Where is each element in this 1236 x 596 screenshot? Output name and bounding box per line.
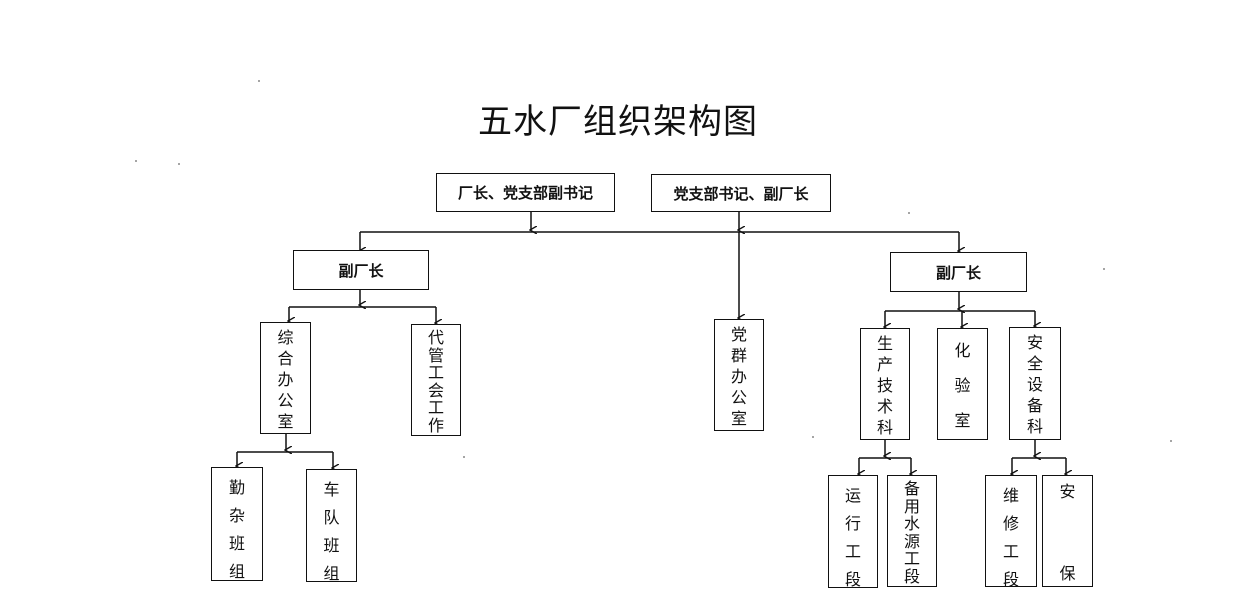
box-char: 室 <box>730 409 747 428</box>
box-char: 生 <box>876 334 893 353</box>
safety-equipment-box: 安 全 设 备 科 <box>1009 327 1061 440</box>
vehicle-team-box: 车 队 班 组 <box>306 469 357 583</box>
box-char: 源 <box>903 531 920 551</box>
box-char: 产 <box>876 355 893 374</box>
box-char: 群 <box>730 346 747 365</box>
box-char: 水 <box>903 514 920 533</box>
speck <box>463 456 465 458</box>
speck <box>258 80 260 82</box>
operation-section-box: 运 行 工 段 <box>828 475 878 589</box>
box-char: 化 <box>954 341 971 360</box>
box-char: 安 <box>1059 482 1076 501</box>
box-char: 代 <box>427 328 444 347</box>
box-char: 术 <box>876 397 893 416</box>
box-char: 组 <box>323 564 340 583</box>
deputy-director-right-box: 副厂长 <box>890 252 1027 292</box>
box-char: 会 <box>427 380 444 400</box>
box-char: 车 <box>323 480 340 499</box>
box-char: 班 <box>228 534 245 553</box>
box-char: 工 <box>844 542 861 561</box>
box-char: 行 <box>844 514 861 533</box>
box-char: 段 <box>1002 570 1019 589</box>
box-char: 工 <box>903 549 920 568</box>
box-char: 党 <box>730 325 747 344</box>
secretary-box: 党支部书记、副厂长 <box>651 174 831 212</box>
box-char: 合 <box>277 349 294 368</box>
box-char: 工 <box>427 363 444 382</box>
chart-title: 五水厂组织架构图 <box>478 102 758 142</box>
box-char: 公 <box>277 391 294 410</box>
speck <box>1103 268 1105 270</box>
deputy-director-left-box: 副厂长 <box>293 250 429 290</box>
box-char: 验 <box>954 376 971 395</box>
laboratory-box: 化 验 室 <box>937 328 988 440</box>
box-char: 班 <box>323 536 340 555</box>
box-char: 室 <box>277 412 294 431</box>
box-char: 全 <box>1026 354 1043 373</box>
box-char: 备 <box>903 479 920 498</box>
box-char: 队 <box>323 508 340 527</box>
box-char: 公 <box>730 388 747 407</box>
box-char: 保 <box>1059 564 1076 583</box>
box-char: 段 <box>903 566 920 586</box>
box-char: 运 <box>844 486 861 505</box>
speck <box>908 212 910 214</box>
box-char: 用 <box>903 496 920 516</box>
box-char: 设 <box>1026 375 1043 394</box>
box-char: 维 <box>1002 486 1019 505</box>
box-char: 杂 <box>228 506 245 525</box>
security-box: 安 保 <box>1042 475 1093 587</box>
box-char: 安 <box>1026 333 1043 352</box>
speck <box>812 436 814 438</box>
box-char: 修 <box>1002 514 1019 533</box>
box-char: 科 <box>876 418 893 437</box>
speck <box>178 163 180 165</box>
box-char: 室 <box>954 411 971 430</box>
backup-water-section-box: 备 用 水 源 工 段 <box>887 475 937 587</box>
maintenance-section-box: 维 修 工 段 <box>985 475 1037 589</box>
speck <box>135 160 137 162</box>
production-tech-box: 生 产 技 术 科 <box>860 328 910 440</box>
box-char: 作 <box>427 415 444 435</box>
box-char: 勤 <box>228 478 245 497</box>
logistics-team-box: 勤 杂 班 组 <box>211 467 263 581</box>
box-char: 备 <box>1026 396 1043 415</box>
box-char: 段 <box>844 570 861 589</box>
party-office-box: 党 群 办 公 室 <box>714 319 764 431</box>
box-char: 工 <box>1002 542 1019 561</box>
director-box: 厂长、党支部副书记 <box>436 173 615 212</box>
box-char: 科 <box>1026 417 1043 436</box>
box-char: 工 <box>427 398 444 417</box>
box-char: 管 <box>427 345 444 365</box>
box-char: 办 <box>730 367 747 386</box>
box-char: 组 <box>228 562 245 581</box>
speck <box>1170 440 1172 442</box>
box-char: 办 <box>277 370 294 389</box>
box-char: 综 <box>277 328 294 347</box>
box-char: 技 <box>876 376 893 395</box>
union-work-box: 代 管 工 会 工 作 <box>411 324 461 436</box>
general-office-box: 综 合 办 公 室 <box>260 322 311 434</box>
